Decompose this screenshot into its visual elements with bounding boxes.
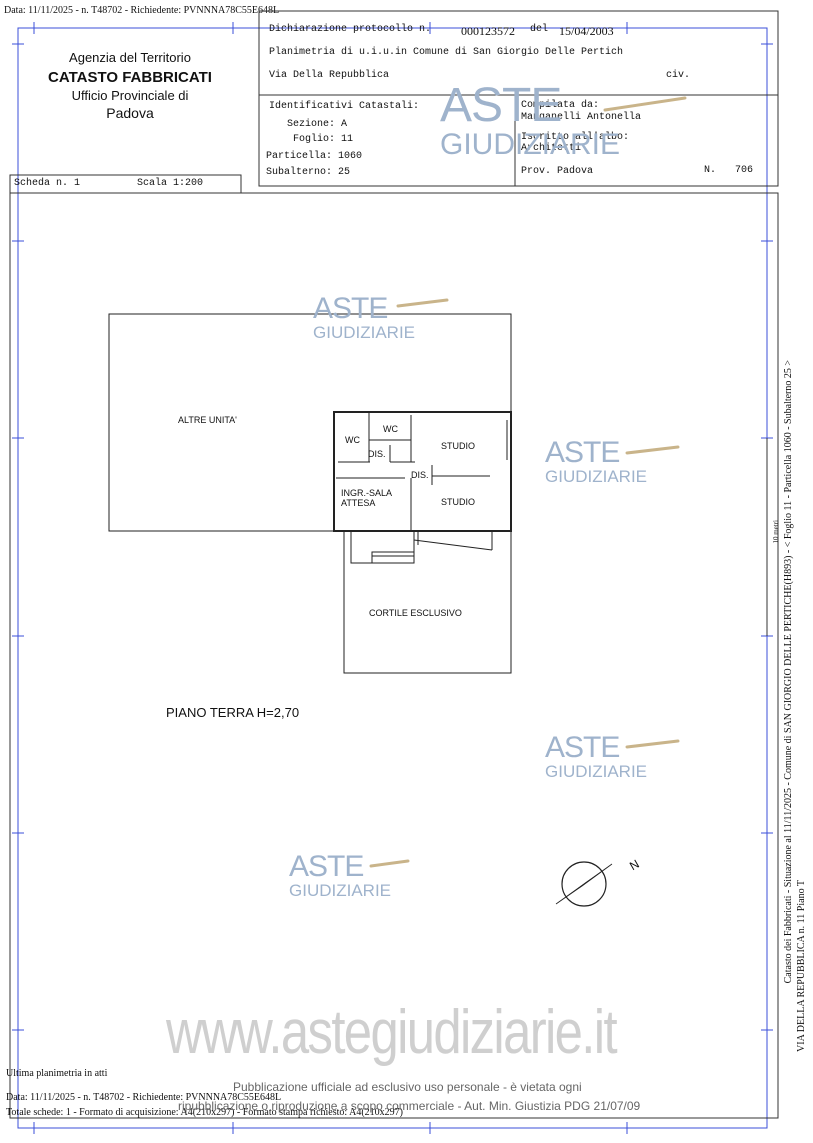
watermark-logo-2: ASTE GIUDIZIARIE xyxy=(313,292,416,342)
scheda-number: Scheda n. 1 xyxy=(14,178,81,189)
provincia-label: Padova xyxy=(106,105,154,121)
subalterno: Subalterno: 25 xyxy=(266,167,351,178)
compilata-name: Manganelli Antonella xyxy=(521,112,642,123)
civ-label: civ. xyxy=(666,70,691,81)
altre-unita-label: ALTRE UNITA' xyxy=(178,415,237,425)
protocol-del: del xyxy=(530,24,549,35)
albo-n-label: N. xyxy=(704,165,717,176)
compilata-label: Compilata da: xyxy=(521,100,600,111)
publication-line-1: Pubblicazione ufficiale ad esclusivo uso… xyxy=(233,1080,582,1094)
studio-label-2: STUDIO xyxy=(441,497,476,507)
ingresso-label-1: INGR.-SALA xyxy=(341,488,393,498)
agency-name: Agenzia del Territorio xyxy=(69,50,191,65)
foglio: Foglio: 11 xyxy=(293,134,354,145)
top-meta: Data: 11/11/2025 - n. T48702 - Richieden… xyxy=(4,5,280,16)
watermark-site: www.astegiudiziarie.it xyxy=(166,998,618,1067)
wc-label-2: WC xyxy=(383,424,398,434)
iscritto-label: Iscritto all'albo: xyxy=(521,132,630,143)
protocol-number: 000123572 xyxy=(461,24,515,38)
protocol-date: 15/04/2003 xyxy=(559,24,614,38)
identificativi-label: Identificativi Catastali: xyxy=(269,101,420,112)
ufficio-label: Ufficio Provinciale di xyxy=(71,88,189,103)
watermark-logo-4: ASTE GIUDIZIARIE xyxy=(545,731,648,781)
side-text-1: Catasto dei Fabbricati - Situazione al 1… xyxy=(783,360,794,984)
ultima-planimetria: Ultima planimetria in atti xyxy=(6,1068,108,1079)
provincia: Prov. Padova xyxy=(521,166,594,177)
dis-label-1: DIS. xyxy=(368,449,386,459)
cortile-label: CORTILE ESCLUSIVO xyxy=(369,608,462,618)
address: Via Della Repubblica xyxy=(269,70,390,81)
watermark-logo-3: ASTE GIUDIZIARIE xyxy=(545,436,648,486)
cortile-outline xyxy=(343,530,512,674)
albo-n-value: 706 xyxy=(735,165,754,176)
dis-label-2: DIS. xyxy=(411,470,429,480)
footer-meta: Data: 11/11/2025 - n. T48702 - Richieden… xyxy=(6,1092,282,1103)
studio-label-1: STUDIO xyxy=(441,441,476,451)
planimetria-title: Planimetria di u.i.u.in Comune di San Gi… xyxy=(269,47,624,58)
footer-totale: Totale schede: 1 - Formato di acquisizio… xyxy=(6,1107,403,1118)
sezione: Sezione: A xyxy=(287,119,348,130)
particella: Particella: 1060 xyxy=(266,151,363,162)
ingresso-label-2: ATTESA xyxy=(341,498,376,508)
north-arrow-icon xyxy=(555,861,613,907)
wc-label-1: WC xyxy=(345,435,360,445)
watermark-logo-5: ASTE GIUDIZIARIE xyxy=(289,850,392,900)
piano-label: PIANO TERRA H=2,70 xyxy=(166,705,300,720)
agency-block: Agenzia del Territorio CATASTO FABBRICAT… xyxy=(30,50,230,121)
protocol-label: Dichiarazione protocollo n. xyxy=(269,24,432,35)
side-text-2: VIA DELLA REPUBBLICA n. 11 Piano T xyxy=(796,880,807,1052)
iscritto-value: Architetti xyxy=(521,143,582,154)
publication-line-2: ripubblicazione o riproduzione a scopo c… xyxy=(178,1099,641,1113)
catasto-title: CATASTO FABBRICATI xyxy=(48,69,212,86)
scala: Scala 1:200 xyxy=(137,178,204,189)
watermark-logo-1: ASTE GIUDIZIARIE xyxy=(440,79,621,161)
